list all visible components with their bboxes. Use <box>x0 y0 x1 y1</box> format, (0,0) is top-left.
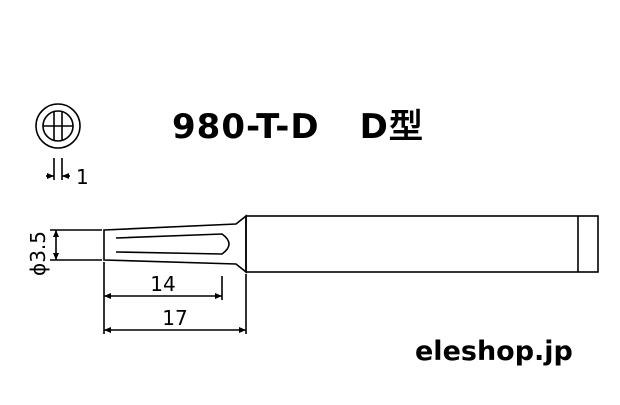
end-view-outer-circle <box>35 103 81 149</box>
tip-length-arrowhead-end <box>215 293 222 299</box>
tip-flat-face <box>115 233 230 255</box>
tip-end-view <box>35 103 81 149</box>
arrowheads <box>47 173 246 333</box>
total-length-arrowhead-start <box>104 327 111 333</box>
diameter-arrowhead-top <box>53 230 59 237</box>
sleeve-side-view <box>245 215 599 273</box>
model-number: 980-T-D <box>172 107 320 147</box>
thickness-label: 1 <box>76 165 89 189</box>
thickness-arrowhead-right <box>62 173 69 179</box>
total-length-label: 17 <box>162 306 187 330</box>
tip-body <box>103 214 247 274</box>
sleeve-body <box>245 215 599 273</box>
total-length-arrowhead-end <box>239 327 246 333</box>
tip-length-label: 14 <box>150 272 175 296</box>
length-dimensions <box>103 262 247 334</box>
diameter-arrowhead-bottom <box>53 253 59 260</box>
site-watermark: eleshop.jp <box>415 336 573 367</box>
tip-length-arrowhead-start <box>104 293 111 299</box>
type-label: D型 <box>359 107 424 147</box>
tip-side-view <box>103 214 247 274</box>
diameter-label: ϕ3.5 <box>26 231 50 276</box>
model-title: 980-T-D D型 <box>172 110 424 144</box>
thickness-arrowhead-left <box>47 173 54 179</box>
